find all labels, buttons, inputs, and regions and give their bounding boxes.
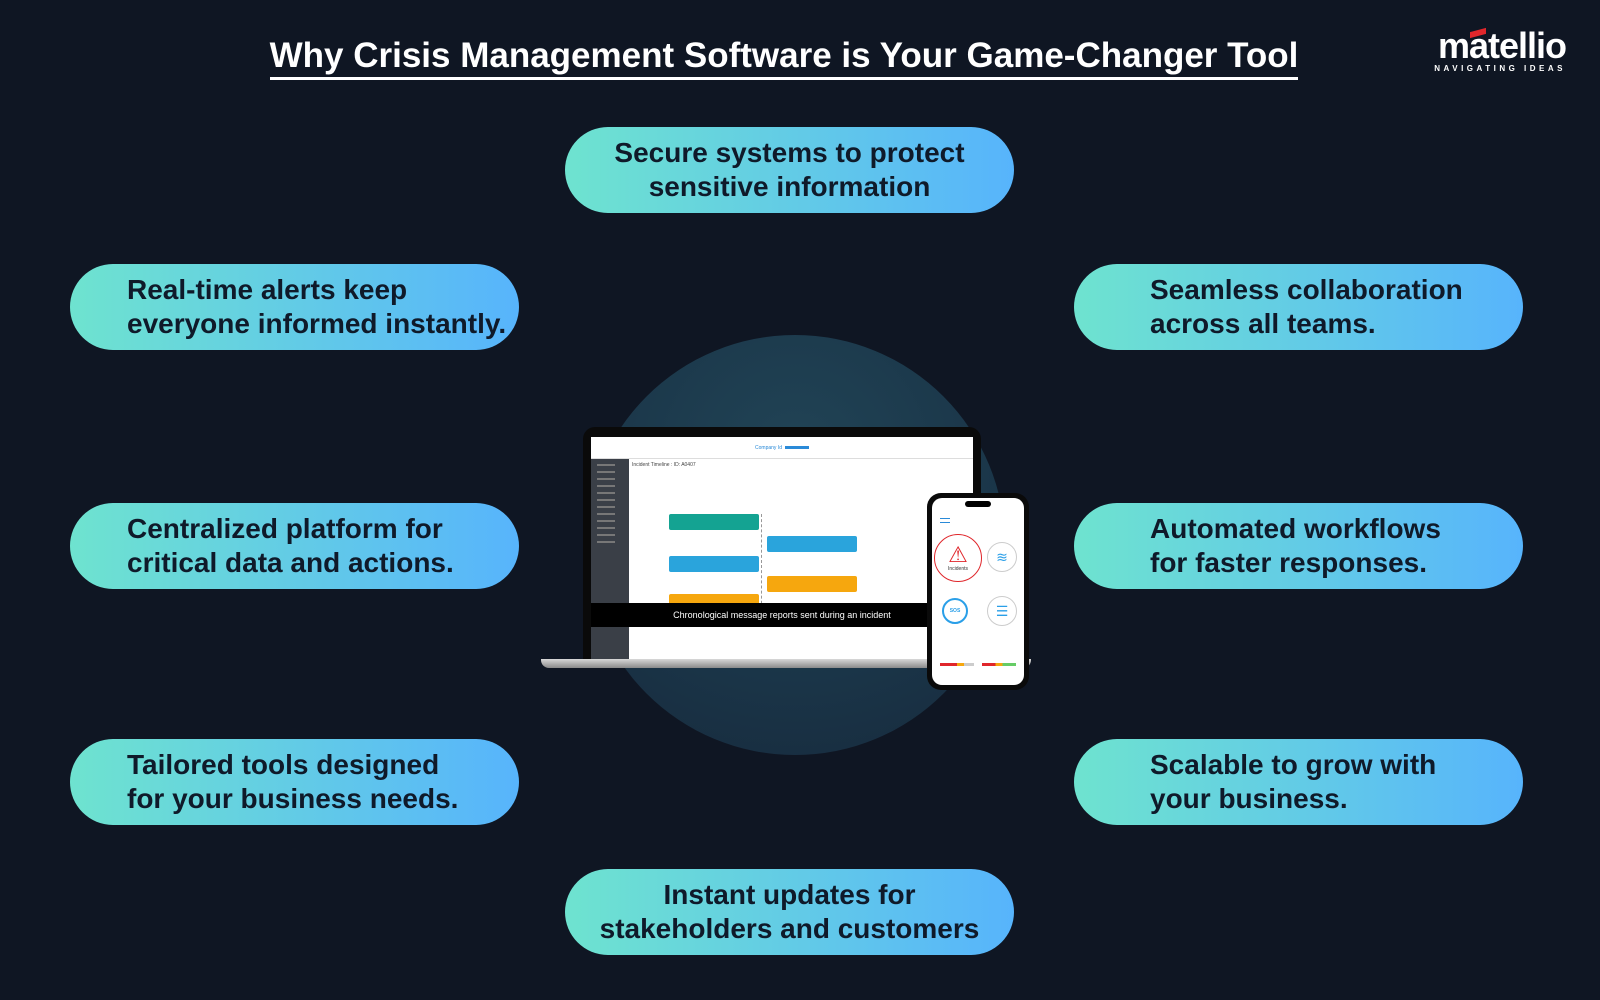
screen-caption: Chronological message reports sent durin… (591, 603, 973, 627)
timeline-message (669, 556, 759, 572)
laptop-base (541, 659, 1031, 668)
timeline-message (767, 576, 857, 592)
incident-timeline: Incident Timeline : ID: A0407 (629, 459, 973, 663)
matellio-logo: matellio NAVIGATING IDEAS (1434, 25, 1567, 74)
laptop-screen: Company Id Incident Timeline : ID: A0407… (591, 437, 973, 663)
timeline-message (669, 514, 759, 530)
app-topbar: Company Id (591, 437, 973, 459)
phone-mockup: ⚠ Incidents ≋ SOS ☰ (927, 493, 1029, 690)
timeline-message (767, 536, 857, 552)
list-icon[interactable]: ☰ (987, 596, 1017, 626)
phone-screen: ⚠ Incidents ≋ SOS ☰ (932, 498, 1024, 685)
app-sidebar (591, 459, 629, 663)
menu-icon (940, 518, 950, 523)
wifi-icon[interactable]: ≋ (987, 542, 1017, 572)
page-title: Why Crisis Management Software is Your G… (0, 36, 1568, 80)
incidents-button[interactable]: ⚠ Incidents (934, 534, 982, 582)
sos-button[interactable]: SOS (942, 598, 968, 624)
warning-icon: ⚠ (948, 542, 968, 567)
laptop-mockup: Company Id Incident Timeline : ID: A0407… (583, 427, 981, 663)
